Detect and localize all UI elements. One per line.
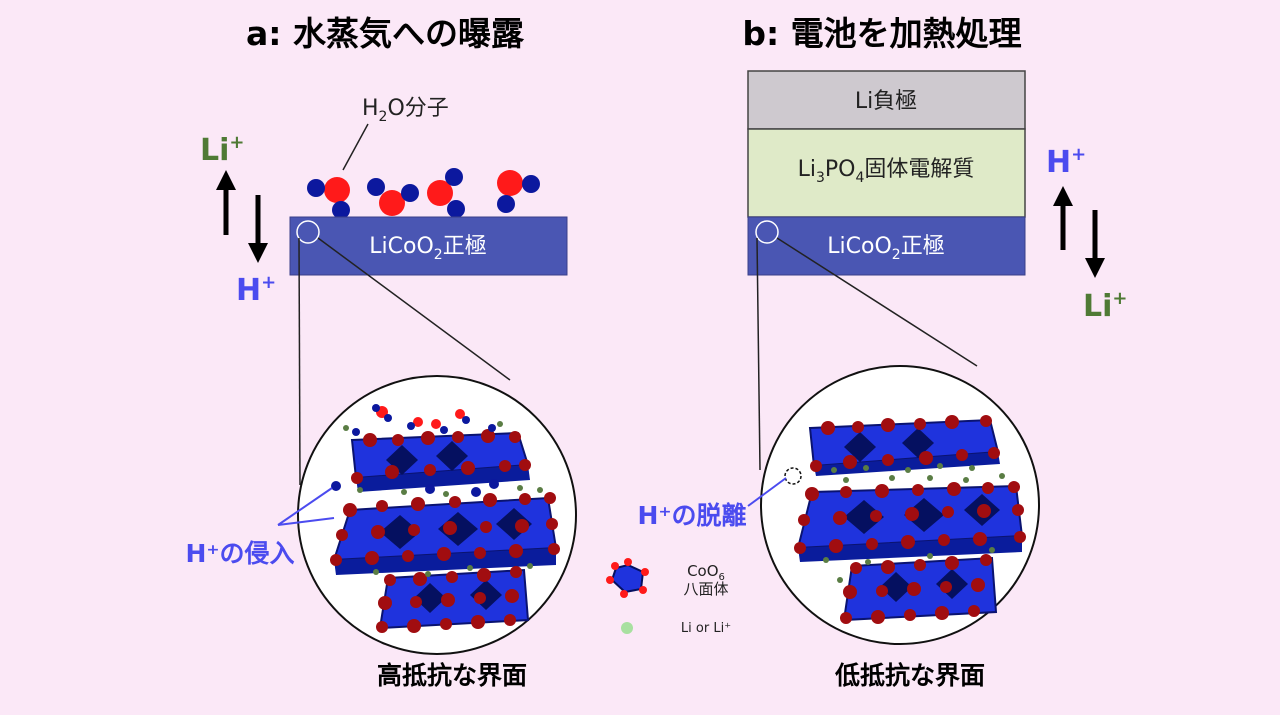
h-intrusion-label: H⁺の侵入 xyxy=(185,539,294,568)
li-anode-layer xyxy=(747,70,1026,130)
zoom-origin-b xyxy=(755,220,779,244)
licoo2-cathode-b xyxy=(747,216,1026,276)
caption-high-resistance: 高抵抗な界面 xyxy=(377,661,527,690)
callout-line-b xyxy=(747,477,787,507)
electrolyte-label: Li3PO4固体電解質 xyxy=(798,157,975,186)
caption-low-resistance: 低抵抗な界面 xyxy=(834,661,985,690)
ion-li-label-b: Li+ xyxy=(1083,288,1128,324)
solid-electrolyte-layer xyxy=(747,128,1026,218)
h-removal-label: H⁺の脱離 xyxy=(637,501,746,530)
callout-line-a2 xyxy=(277,517,335,526)
licoo2-cathode-a xyxy=(289,216,568,276)
callout-line-a1 xyxy=(277,487,333,526)
crystal-structure-b xyxy=(794,415,1026,624)
legend-li-icon xyxy=(621,622,633,634)
ion-h-label-a: H+ xyxy=(236,272,276,308)
zoom-line-left-b xyxy=(756,237,761,471)
ion-li-label-a: Li+ xyxy=(200,132,245,168)
water-molecules xyxy=(307,168,540,219)
cathode-label-b: LiCoO2正極 xyxy=(827,234,944,263)
ion-h-label-b: H+ xyxy=(1046,144,1086,180)
zoom-origin-a xyxy=(296,220,320,244)
zoom-line-right-b xyxy=(776,237,978,367)
cathode-label-a: LiCoO2正極 xyxy=(369,234,486,263)
water-pointer-line xyxy=(342,123,369,171)
panel-b-title: b: 電池を加熱処理 xyxy=(742,14,1021,53)
panel-a-title: a: 水蒸気への曝露 xyxy=(246,14,525,53)
legend-octahedron-icon xyxy=(606,558,649,598)
crystal-structure-a xyxy=(330,404,560,633)
legend-li-label: Li or Li⁺ xyxy=(681,621,731,636)
zoom-line-right-a xyxy=(317,237,511,381)
water-molecule-label: H2O分子 xyxy=(362,96,449,125)
anode-label: Li負極 xyxy=(855,89,917,114)
legend-octahedron-label-2: 八面体 xyxy=(683,580,728,598)
zoom-line-left-a xyxy=(298,237,301,486)
h-removal-site xyxy=(784,467,802,485)
legend-octahedron-label: CoO6 xyxy=(687,562,725,583)
